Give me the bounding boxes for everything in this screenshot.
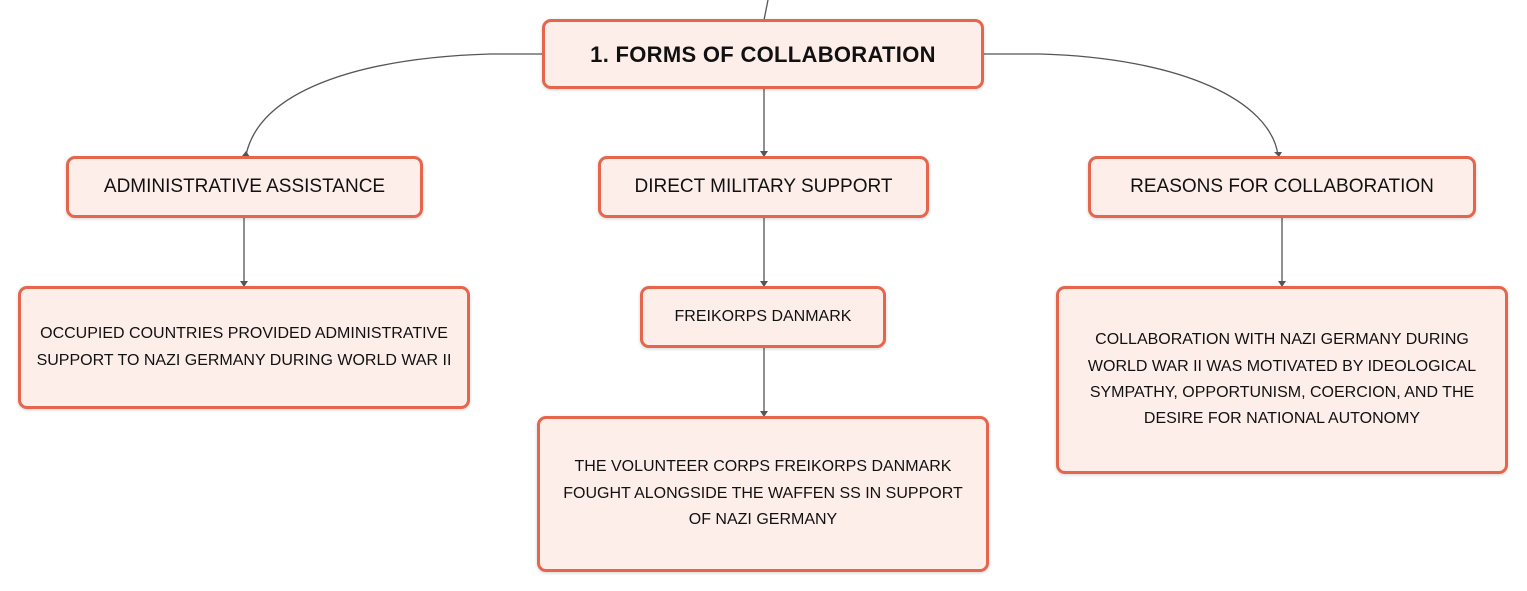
node-freikorps-danmark-label: FREIKORPS DANMARK <box>674 308 852 325</box>
node-administrative-detail-text: OCCUPIED COUNTRIES PROVIDED ADMINISTRATI… <box>36 325 452 369</box>
arrowhead-freikorps <box>760 281 768 287</box>
arrowhead-reasons-detail <box>1278 281 1286 287</box>
arrowhead-reasons <box>1274 152 1282 157</box>
arrowhead-administrative-detail <box>240 281 248 287</box>
node-reasons-detail[interactable]: COLLABORATION WITH NAZI GERMANY DURING W… <box>1056 286 1508 474</box>
connector-parent-to-root <box>763 0 769 21</box>
root-node-forms-of-collaboration[interactable]: 1. FORMS OF COLLABORATION <box>542 19 984 89</box>
node-reasons-detail-text: COLLABORATION WITH NAZI GERMANY DURING W… <box>1087 331 1477 428</box>
node-military-detail[interactable]: THE VOLUNTEER CORPS FREIKORPS DANMARK FO… <box>537 416 989 572</box>
node-reasons-for-collaboration-label: REASONS FOR COLLABORATION <box>1130 175 1434 197</box>
connector-root-to-reasons <box>982 53 1279 156</box>
node-administrative-detail[interactable]: OCCUPIED COUNTRIES PROVIDED ADMINISTRATI… <box>18 286 470 409</box>
node-freikorps-danmark[interactable]: FREIKORPS DANMARK <box>640 286 886 348</box>
root-node-label: 1. FORMS OF COLLABORATION <box>590 41 936 67</box>
node-administrative-assistance-label: ADMINISTRATIVE ASSISTANCE <box>103 175 386 197</box>
node-direct-military-support-label: DIRECT MILITARY SUPPORT <box>634 175 893 197</box>
arrowhead-military-detail <box>760 411 768 417</box>
arrowhead-administrative <box>242 151 250 157</box>
node-military-detail-text: THE VOLUNTEER CORPS FREIKORPS DANMARK FO… <box>563 458 963 529</box>
node-direct-military-support[interactable]: DIRECT MILITARY SUPPORT <box>598 156 929 218</box>
node-administrative-assistance[interactable]: ADMINISTRATIVE ASSISTANCE <box>66 156 423 218</box>
node-reasons-for-collaboration[interactable]: REASONS FOR COLLABORATION <box>1088 156 1476 218</box>
connector-root-to-administrative <box>245 53 545 156</box>
arrowhead-military <box>760 151 768 157</box>
